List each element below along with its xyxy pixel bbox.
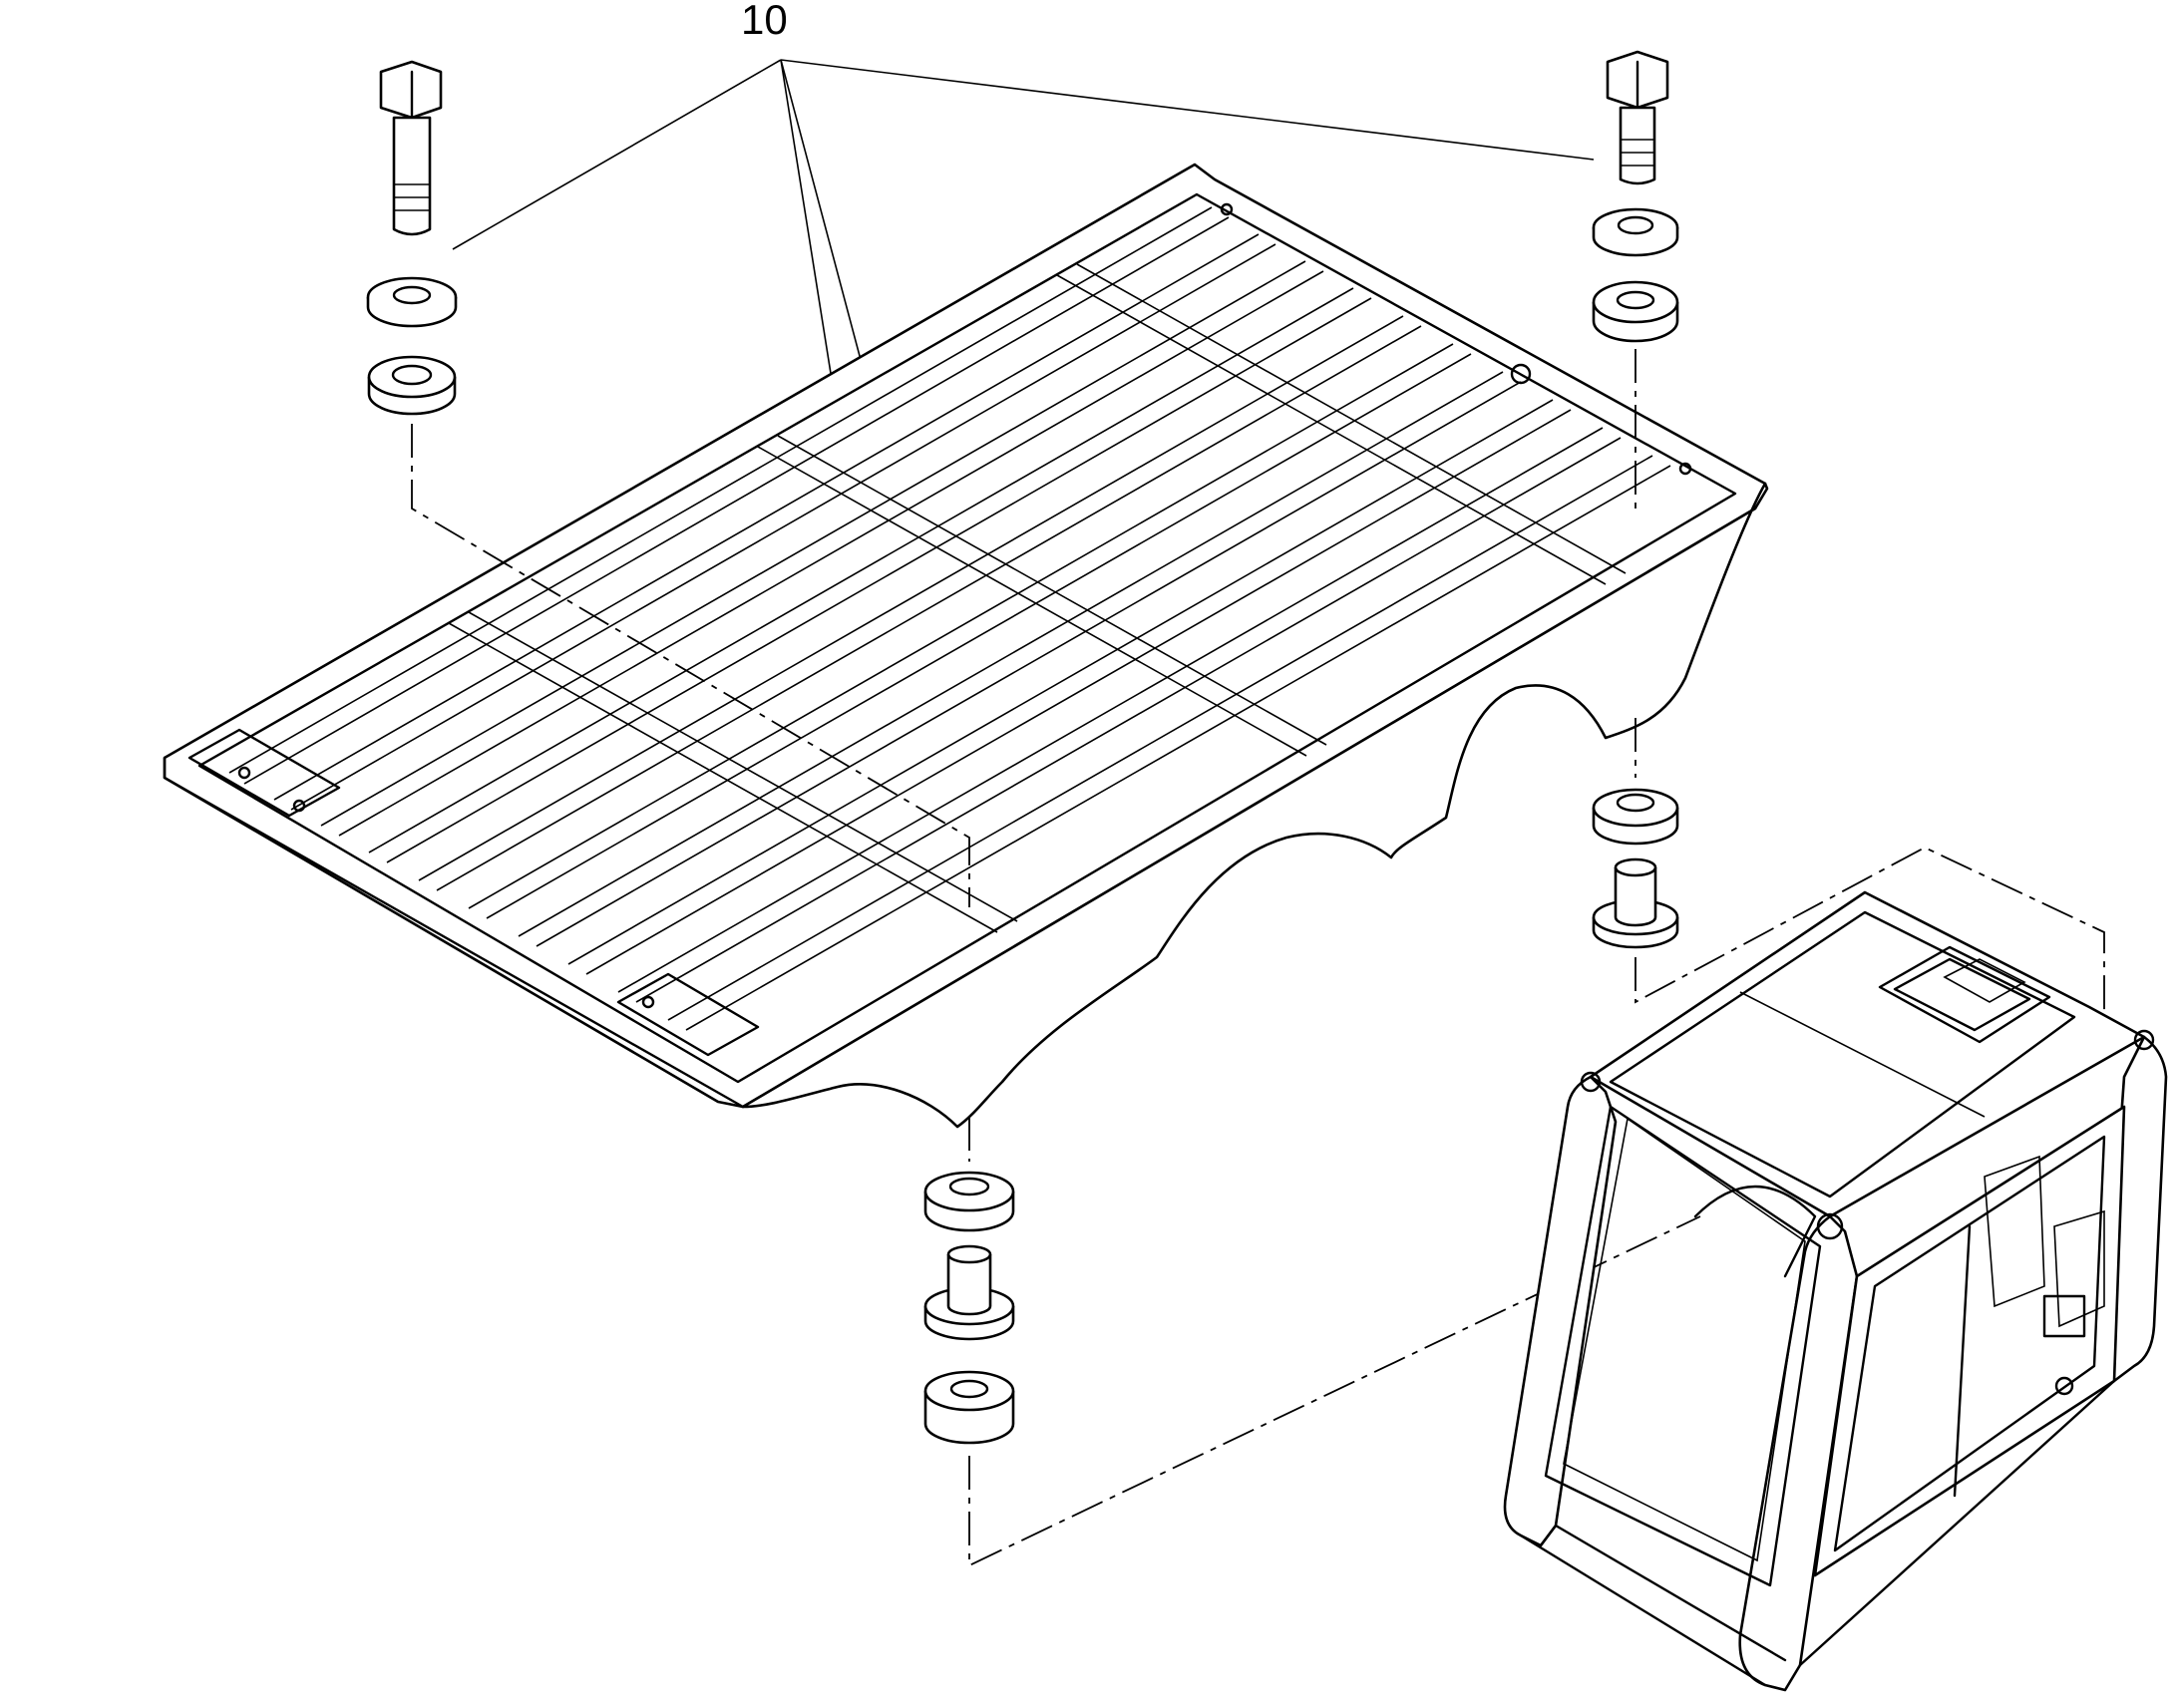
right-mount-bushing bbox=[1592, 280, 1679, 343]
right-bolt bbox=[1606, 50, 1669, 185]
center-lower-spacer bbox=[923, 1370, 1015, 1445]
right-washer bbox=[1592, 207, 1679, 257]
door-badge-icon bbox=[2042, 1294, 2086, 1338]
callout-label-10: 10 bbox=[741, 0, 788, 43]
floor-cross-members bbox=[448, 263, 1627, 933]
center-lower-sleeve bbox=[923, 1244, 1015, 1341]
left-bolt bbox=[379, 60, 443, 236]
left-washer bbox=[366, 276, 458, 328]
operator-cab bbox=[1503, 890, 2168, 1692]
left-mount-bushing bbox=[367, 355, 457, 416]
corner-mount-plates bbox=[187, 202, 1692, 1057]
right-lower-sleeve bbox=[1592, 857, 1679, 949]
roof-hatch bbox=[1878, 945, 2051, 1044]
floor-slats bbox=[228, 206, 1671, 1031]
floor-frame bbox=[163, 163, 1769, 1129]
right-lower-bushing bbox=[1592, 788, 1679, 846]
center-lower-bushing bbox=[923, 1171, 1015, 1232]
door-lock-icon bbox=[2054, 1376, 2074, 1396]
